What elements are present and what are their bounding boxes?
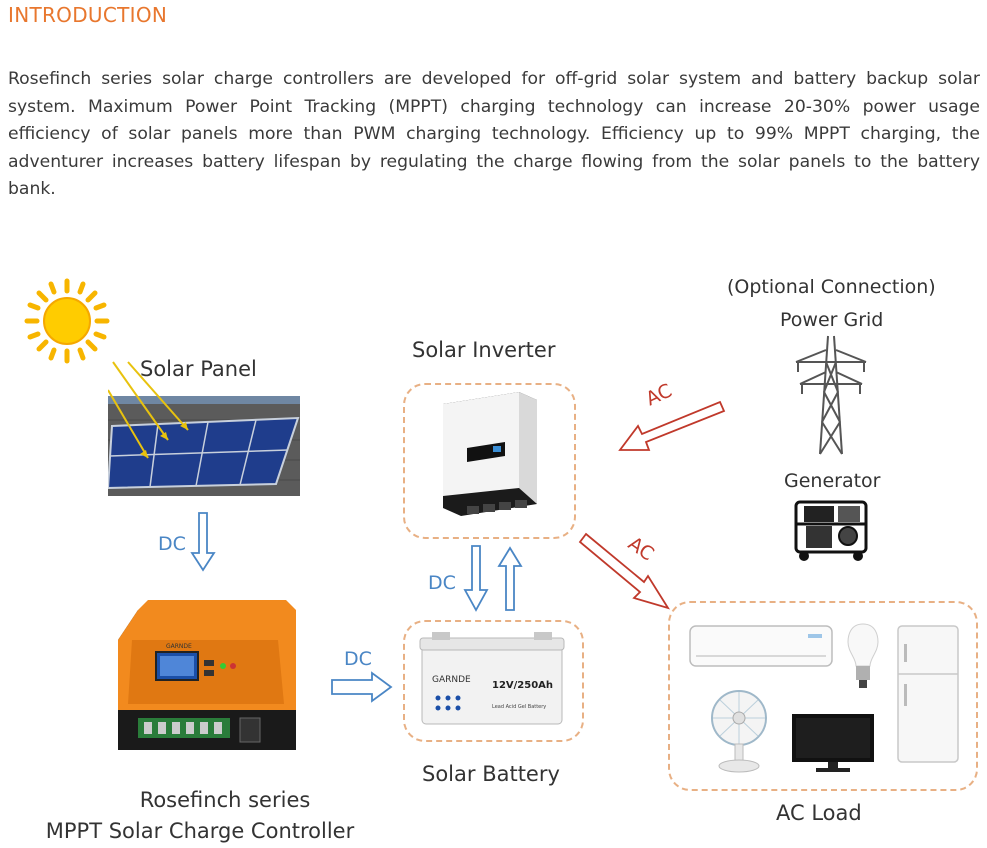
refrigerator-icon [897,625,959,763]
dc-arrows-bidirectional-icon [463,545,523,612]
air-conditioner-icon [689,625,833,667]
controller-brand-text: GARNDE [166,643,192,650]
ac-load-box [668,601,978,791]
dc-label-battery: DC [428,572,456,594]
power-grid-tower-icon [795,335,867,455]
generator-icon [794,500,868,561]
solar-battery-image: GARNDE 12V/250Ah Lead Acid Gel Battery [419,632,565,725]
solar-inverter-label: Solar Inverter [412,338,556,362]
inverter-box [403,383,576,539]
ac-arrow-out-icon [578,532,671,610]
ac-arrow-in-icon [618,400,726,451]
controller-label-line2: MPPT Solar Charge Controller [45,819,355,843]
dc-arrow-right-icon [331,671,393,703]
generator-label: Generator [784,470,881,492]
television-icon [792,714,874,772]
battery-brand-text: GARNDE [432,675,471,685]
solar-battery-label: Solar Battery [422,762,560,786]
battery-box [403,620,584,742]
power-grid-label: Power Grid [780,309,884,331]
solar-panel-label: Solar Panel [140,357,257,381]
dc-label-controller: DC [344,648,372,670]
battery-spec-text: 12V/250Ah [492,680,553,691]
solar-panel-image [108,361,300,496]
sun-icon [24,278,110,364]
intro-paragraph: Rosefinch series solar charge controller… [8,69,980,199]
section-heading: INTRODUCTION [8,3,168,27]
desk-fan-icon [711,690,767,773]
dc-arrow-down-icon [190,512,216,572]
dc-label-panel: DC [158,533,186,555]
light-bulb-icon [847,623,879,688]
charge-controller-image: GARNDE [118,600,296,750]
optional-connection-label: (Optional Connection) [727,276,936,298]
solar-inverter-image [443,392,537,516]
ac-load-label: AC Load [776,801,862,825]
battery-type-text: Lead Acid Gel Battery [492,704,546,710]
controller-label-line1: Rosefinch series [139,788,311,812]
